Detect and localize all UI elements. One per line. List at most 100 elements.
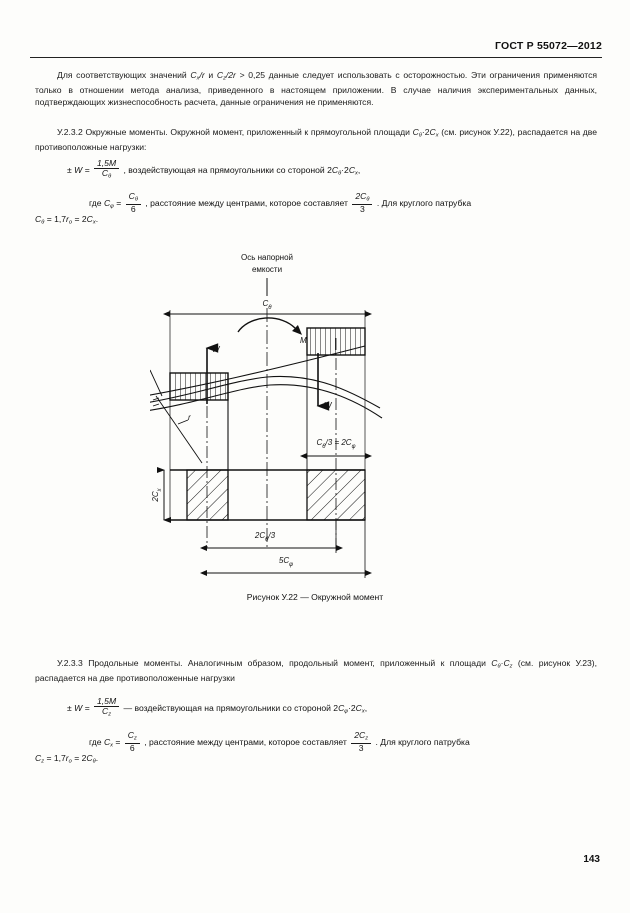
figure-circumferential-moment: Ось напорной емкости Cθ M W W bbox=[150, 248, 490, 588]
p5-last-c2-sub: θ bbox=[92, 758, 96, 765]
p5-frac2-den: 3 bbox=[351, 742, 372, 753]
p1-var2-sub: z bbox=[223, 75, 226, 82]
p3-fraction2: 2Cθ 3 bbox=[352, 192, 373, 214]
p4-title: Продольные моменты. bbox=[88, 658, 183, 668]
f2-tail-c1-sub: φ bbox=[344, 708, 348, 715]
figure-svg: Ось напорной емкости Cθ M W W bbox=[150, 253, 383, 578]
p2-area-c2-sub: x bbox=[435, 132, 439, 139]
p3-mid: , расстояние между центрами, которое сос… bbox=[145, 198, 348, 209]
f1-tail-a: , воздействующая на прямоугольники со ст… bbox=[123, 165, 332, 176]
p3-last-c: C bbox=[35, 214, 42, 224]
p5-last-c-sub: z bbox=[41, 758, 45, 765]
p5-frac-num-sub: z bbox=[134, 735, 137, 742]
p2-text-a: Окружной момент, приложенный к прямоугол… bbox=[170, 127, 410, 137]
p3-fraction: Cθ 6 bbox=[125, 191, 141, 214]
f2-denominator: C bbox=[102, 706, 109, 717]
paragraph-circumferential: У.2.3.2 Окружные моменты. Окружной момен… bbox=[35, 127, 597, 154]
moment-label: M bbox=[300, 336, 307, 345]
p5-fraction2: 2Cz 3 bbox=[351, 730, 372, 753]
dim-left-vertical-label: 2Cx bbox=[151, 487, 163, 502]
load-up-label: W bbox=[212, 345, 221, 354]
plan-rect-right bbox=[306, 469, 366, 521]
p2-area-mid: ·2 bbox=[421, 127, 430, 137]
p3-last-c-sub: θ bbox=[41, 219, 45, 226]
f2-tail-a: — воздействующая на прямоугольники со ст… bbox=[123, 703, 339, 714]
paragraph-where-2-line2: Cz = 1,7ro = 2Cθ. bbox=[35, 752, 597, 768]
thickness-tick2 bbox=[152, 403, 160, 407]
p5-where: где bbox=[89, 737, 102, 748]
p4-text-b: (см. рисунок У.23), распадается на две п… bbox=[35, 658, 598, 684]
f1-tail-c1: C bbox=[331, 165, 339, 176]
p5-fraction: Cz 6 bbox=[124, 731, 140, 753]
f2-tail-c2: C bbox=[355, 703, 362, 714]
p5-last-end: . bbox=[95, 753, 99, 763]
f1-tail-c2-sub: x bbox=[355, 170, 358, 177]
p3-eq: = bbox=[116, 198, 122, 209]
radius-leader bbox=[155, 395, 203, 464]
axis-title-line2: емкости bbox=[252, 265, 282, 274]
p1-text-b: > 0,25 данные следует использовать с ост… bbox=[35, 70, 598, 107]
p1-var2-tail: /2r bbox=[225, 70, 236, 80]
p1-var1-sub: x bbox=[196, 75, 200, 82]
p5-frac2-num: 2C bbox=[354, 730, 366, 741]
p3-last-c2-sub: x bbox=[92, 219, 96, 226]
p5-last-c: C bbox=[35, 753, 42, 763]
p5-lhs: C bbox=[103, 737, 111, 748]
page-number: 143 bbox=[583, 854, 600, 865]
p4-area-c2-sub: z bbox=[509, 663, 513, 670]
p3-frac-num-sub: θ bbox=[134, 196, 138, 203]
p3-frac-den: 6 bbox=[125, 203, 141, 214]
axis-title-line1: Ось напорной bbox=[241, 253, 293, 262]
p4-area-c2: C bbox=[503, 658, 510, 668]
dim-bottom1-label: 2Cθ/3 bbox=[254, 531, 276, 543]
p4-number: У.2.3.3 bbox=[57, 658, 83, 668]
radius-tick bbox=[177, 419, 189, 425]
f1-denominator: C bbox=[101, 168, 109, 179]
p3-last-end: . bbox=[95, 214, 99, 224]
p3-last-eq2: = 2 bbox=[74, 214, 87, 224]
p2-number: У.2.3.2 bbox=[57, 127, 83, 137]
paragraph-where-1-line2: Cθ = 1,7ro = 2Cx. bbox=[35, 213, 597, 229]
f2-tail-mid: ·2 bbox=[348, 703, 356, 714]
p5-eq: = bbox=[115, 737, 121, 748]
p5-last-r-sub: o bbox=[68, 758, 72, 765]
p3-frac-num: C bbox=[128, 191, 135, 202]
p3-tail: . Для круглого патрубка bbox=[376, 198, 472, 209]
f1-tail-mid: ·2 bbox=[341, 165, 349, 176]
p3-last-r: r bbox=[66, 214, 69, 224]
p3-frac2-num-sub: θ bbox=[366, 196, 370, 203]
f1-tail-end: , bbox=[357, 165, 361, 176]
f1-pm: ± W = bbox=[67, 165, 90, 176]
p2-area-c2: C bbox=[429, 127, 436, 137]
dim-top-label: Cθ bbox=[262, 299, 272, 311]
p4-area-c1-sub: θ bbox=[497, 663, 501, 670]
p5-frac2-num-sub: z bbox=[365, 735, 369, 742]
p2-area-c1-sub: θ bbox=[418, 132, 422, 139]
p3-where: где bbox=[89, 198, 102, 209]
formula-longitudinal: ± W = 1,5M Cz — воздействующая на прямоу… bbox=[35, 696, 629, 720]
dim-right-label: Cθ/3 = 2Cφ bbox=[317, 438, 356, 450]
f1-fraction: 1,5M Cθ bbox=[94, 158, 120, 181]
f2-tail-c2-sub: x bbox=[361, 708, 365, 715]
p1-var2: C bbox=[216, 70, 224, 80]
header-divider bbox=[30, 57, 602, 58]
shell-curve-bottom bbox=[150, 384, 383, 419]
p5-last-eq: = 1,7 bbox=[46, 753, 66, 763]
f1-numerator: 1,5M bbox=[97, 158, 117, 169]
p5-frac-den: 6 bbox=[124, 742, 140, 753]
p1-and: и bbox=[208, 70, 214, 80]
f2-numerator: 1,5M bbox=[97, 696, 117, 707]
p1-var1-tail: /r bbox=[199, 70, 205, 80]
plan-rect-left bbox=[186, 469, 229, 521]
p1-text-a: Для соответствующих значений bbox=[57, 70, 187, 80]
p3-lhs: C bbox=[103, 198, 111, 209]
p2-area-c1: C bbox=[412, 127, 419, 137]
p4-area-mid: · bbox=[500, 658, 504, 668]
p5-tail: . Для круглого патрубка bbox=[375, 737, 470, 748]
paragraph-intro: Для соответствующих значений Cx/r и Cz/2… bbox=[35, 70, 597, 108]
thickness-leader bbox=[150, 369, 163, 397]
f1-denominator-sub: θ bbox=[108, 173, 112, 180]
radius-label: r bbox=[188, 413, 191, 422]
dim-bottom2-label: 5Cφ bbox=[279, 556, 293, 568]
